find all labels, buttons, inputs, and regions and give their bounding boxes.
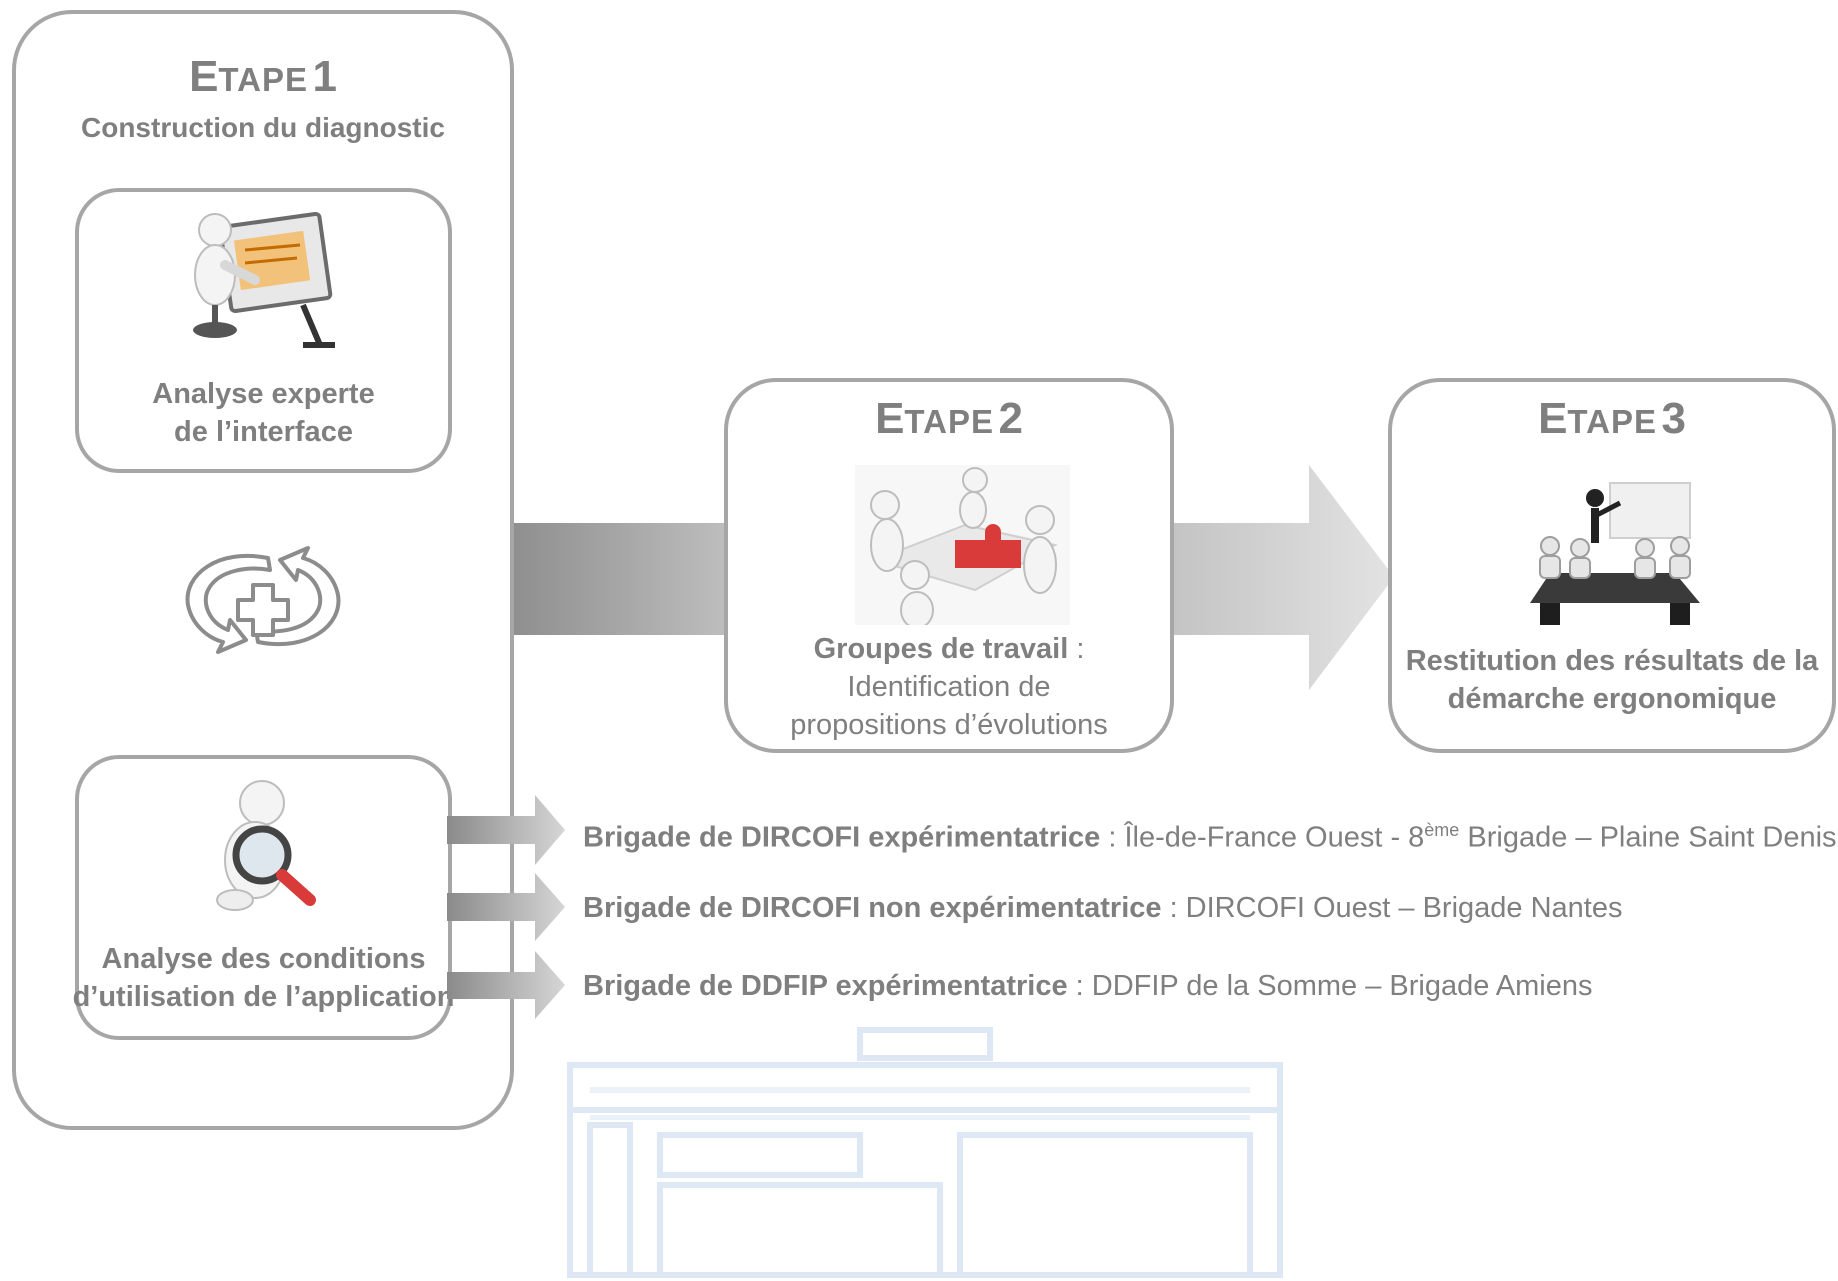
- building-watermark: [567, 1027, 1283, 1278]
- presentation-meeting-icon: [1530, 482, 1700, 625]
- step3-title: ETAPE 3: [1538, 394, 1686, 443]
- brigade-arrows: [447, 795, 565, 1019]
- brigade-item-2: Brigade de DIRCOFI non expérimentatrice …: [583, 892, 1623, 924]
- flow-arrow: [514, 465, 1394, 690]
- usage-conditions-label: Analyse des conditions d’utilisation de …: [72, 943, 455, 1013]
- step2-description: Groupes de travail : Identification de p…: [790, 633, 1108, 741]
- team-puzzle-icon: [855, 465, 1070, 625]
- step2-bold-label: Groupes de travail: [813, 633, 1069, 665]
- brigade-item-1: Brigade de DIRCOFI expérimentatrice : Îl…: [583, 820, 1837, 854]
- expert-analysis-label: Analyse experte de l’interface: [152, 378, 375, 448]
- brigade-item-3: Brigade de DDFIP expérimentatrice : DDFI…: [583, 970, 1593, 1002]
- step1-subtitle: Construction du diagnostic: [81, 112, 445, 143]
- step3-description: Restitution des résultats de la démarche…: [1405, 645, 1819, 715]
- step3-card: [1388, 378, 1836, 753]
- figure-at-drawing-board-icon: [193, 211, 335, 348]
- cycle-plus-icon: [185, 546, 341, 654]
- step2-title: ETAPE 2: [875, 394, 1023, 443]
- step1-title: ETAPE 1: [189, 52, 337, 101]
- figure-with-magnifier-icon: [216, 780, 316, 911]
